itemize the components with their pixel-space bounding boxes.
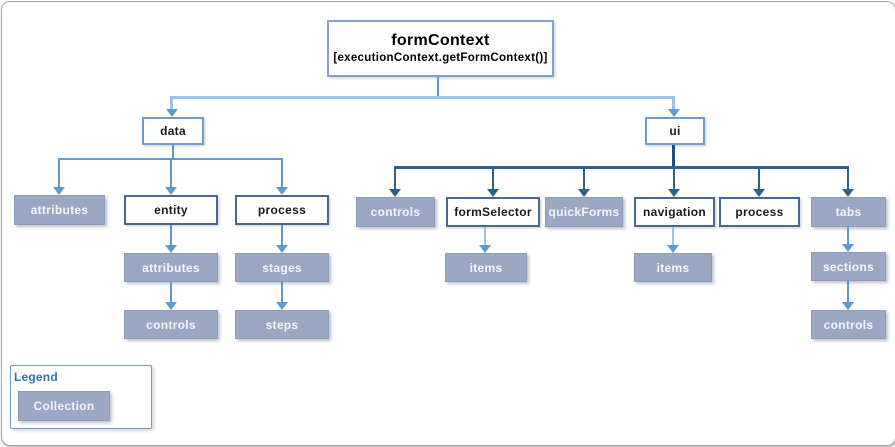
- arrowhead-to-sections-controls: [842, 302, 854, 310]
- connector-ui-stub: [672, 145, 675, 168]
- node-entity: entity: [124, 195, 218, 225]
- node-data: data: [142, 117, 204, 145]
- arrowhead-to-entity-controls: [165, 302, 177, 310]
- node-entity-attributes-label: attributes: [142, 260, 200, 275]
- connector-drop-ui: [672, 96, 675, 110]
- connector-entity-attributes: [170, 225, 172, 246]
- arrowhead-to-quickforms: [578, 189, 590, 197]
- node-formcontext-sublabel: [executionContext.getFormContext()]: [333, 52, 548, 65]
- node-entity-controls: controls: [124, 310, 218, 339]
- arrowhead-to-ui: [668, 109, 680, 117]
- connector-drop-navigation: [673, 166, 675, 189]
- node-ui-controls-label: controls: [370, 205, 421, 219]
- legend-collection-label: Collection: [33, 399, 95, 413]
- node-formselector-items-label: items: [469, 260, 503, 275]
- node-navigation-label: navigation: [642, 205, 706, 219]
- connector-tabs-sections: [847, 227, 849, 245]
- arrowhead-to-tabs: [842, 189, 854, 197]
- connector-drop-ui-process: [758, 166, 760, 189]
- node-process-stages-label: stages: [262, 260, 302, 275]
- node-data-attributes: attributes: [14, 195, 105, 225]
- arrowhead-to-formselector-items: [479, 245, 491, 253]
- node-formcontext: formContext [executionContext.getFormCon…: [327, 20, 554, 77]
- node-tabs-label: tabs: [835, 205, 862, 219]
- connector-ui-hline: [394, 166, 849, 169]
- arrowhead-to-ui-controls: [389, 189, 401, 197]
- node-process-stages: stages: [235, 253, 329, 282]
- arrowhead-to-stages: [276, 245, 288, 253]
- connector-sections-controls: [847, 281, 849, 303]
- node-data-process-label: process: [257, 203, 307, 217]
- node-navigation-items-label: items: [656, 260, 690, 275]
- arrowhead-to-entity-attributes: [165, 245, 177, 253]
- node-process-steps-label: steps: [265, 317, 299, 332]
- arrowhead-to-data: [166, 109, 178, 117]
- connector-drop-tabs: [847, 166, 849, 189]
- node-entity-controls-label: controls: [146, 317, 196, 332]
- node-tabs: tabs: [811, 197, 886, 227]
- node-sections-controls: controls: [811, 310, 886, 339]
- node-ui: ui: [645, 117, 705, 145]
- arrowhead-to-navigation: [668, 189, 680, 197]
- legend-title: Legend: [14, 370, 58, 384]
- node-formselector: formSelector: [446, 197, 540, 227]
- node-entity-attributes: attributes: [124, 253, 218, 282]
- node-ui-label: ui: [669, 124, 681, 138]
- node-data-process: process: [235, 195, 329, 225]
- node-entity-label: entity: [154, 203, 188, 217]
- connector-drop-process: [281, 158, 283, 188]
- connector-root-stub: [437, 77, 439, 97]
- connector-formselector-items: [484, 227, 486, 246]
- node-formselector-items: items: [445, 253, 527, 282]
- arrowhead-to-sections: [842, 244, 854, 252]
- node-process-steps: steps: [235, 310, 329, 339]
- node-sections-controls-label: controls: [823, 317, 874, 332]
- connector-stages-steps: [281, 282, 283, 303]
- connector-data-stub: [172, 145, 174, 159]
- node-ui-process: process: [719, 197, 800, 227]
- arrowhead-to-navigation-items: [667, 245, 679, 253]
- arrowhead-to-formselector: [487, 189, 499, 197]
- node-ui-controls: controls: [356, 197, 435, 227]
- connector-drop-formselector: [492, 166, 494, 189]
- node-quickforms-label: quickForms: [548, 205, 620, 219]
- node-formselector-label: formSelector: [454, 205, 532, 219]
- legend-collection-swatch: Collection: [18, 391, 110, 421]
- connector-attributes-controls: [170, 282, 172, 303]
- connector-drop-data: [170, 96, 173, 110]
- arrowhead-to-entity: [165, 187, 177, 195]
- node-ui-process-label: process: [735, 205, 784, 219]
- connector-navigation-items: [672, 227, 674, 246]
- node-data-attributes-label: attributes: [30, 203, 89, 217]
- node-quickforms: quickForms: [545, 197, 623, 227]
- connector-process-stages: [281, 225, 283, 246]
- node-data-label: data: [160, 124, 186, 138]
- connector-drop-attributes: [58, 158, 60, 188]
- arrowhead-to-ui-process: [753, 189, 765, 197]
- connector-drop-quickforms: [583, 166, 585, 189]
- arrowhead-to-steps: [276, 302, 288, 310]
- node-formcontext-label: formContext: [391, 32, 490, 50]
- arrowhead-to-attributes: [53, 187, 65, 195]
- arrowhead-to-process: [276, 187, 288, 195]
- node-tabs-sections-label: sections: [822, 259, 875, 274]
- connector-drop-ui-controls: [394, 166, 396, 189]
- connector-drop-entity: [170, 158, 172, 188]
- node-tabs-sections: sections: [811, 252, 886, 281]
- connector-root-hline: [171, 96, 675, 99]
- node-navigation-items: items: [634, 253, 712, 282]
- node-navigation: navigation: [634, 197, 715, 227]
